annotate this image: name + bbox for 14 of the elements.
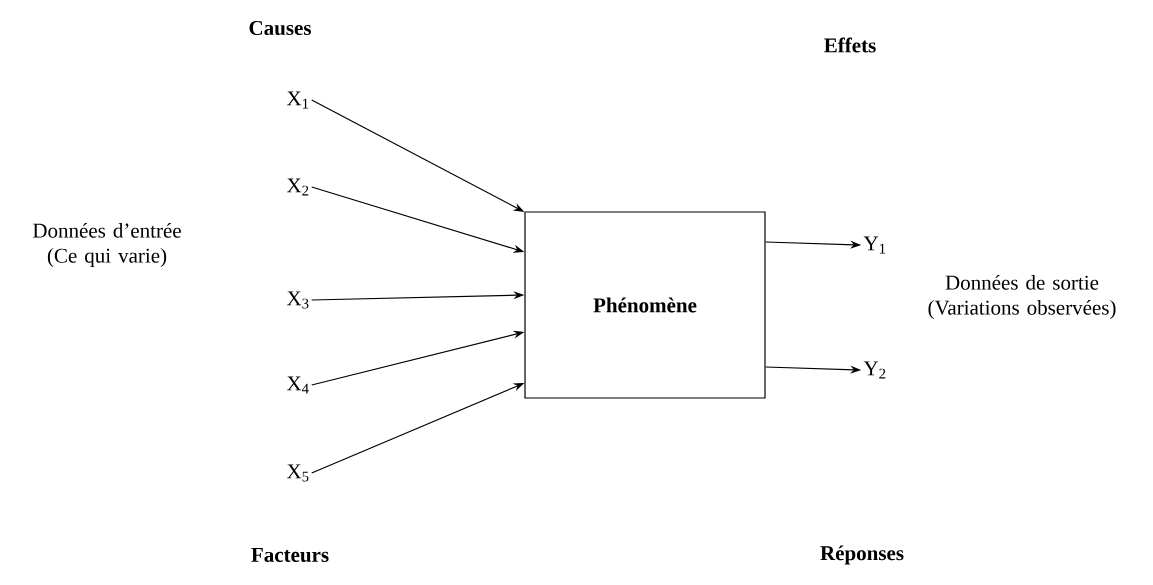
variable-label: X$_{3}$ [286,291,309,309]
variable-label: X$_{1}$ [286,91,309,109]
annotation-text: Données d’entrée (Ce qui varie) [33,222,181,268]
variable-label: Y$_{1}$ [863,236,886,254]
variable-label: X$_{2}$ [286,178,309,196]
variable-label: X$_{5}$ [286,464,309,482]
variable-label: X$_{4}$ [286,376,309,394]
heading: Effets [824,37,876,53]
process-box: Phénomène [524,211,766,399]
annotation-text: Données de sortie (Variations observées) [928,274,1116,320]
heading: Causes [249,20,311,36]
variable-label: Y$_{2}$ [863,361,886,379]
heading: Réponses [820,545,904,565]
heading: Facteurs [251,548,329,562]
